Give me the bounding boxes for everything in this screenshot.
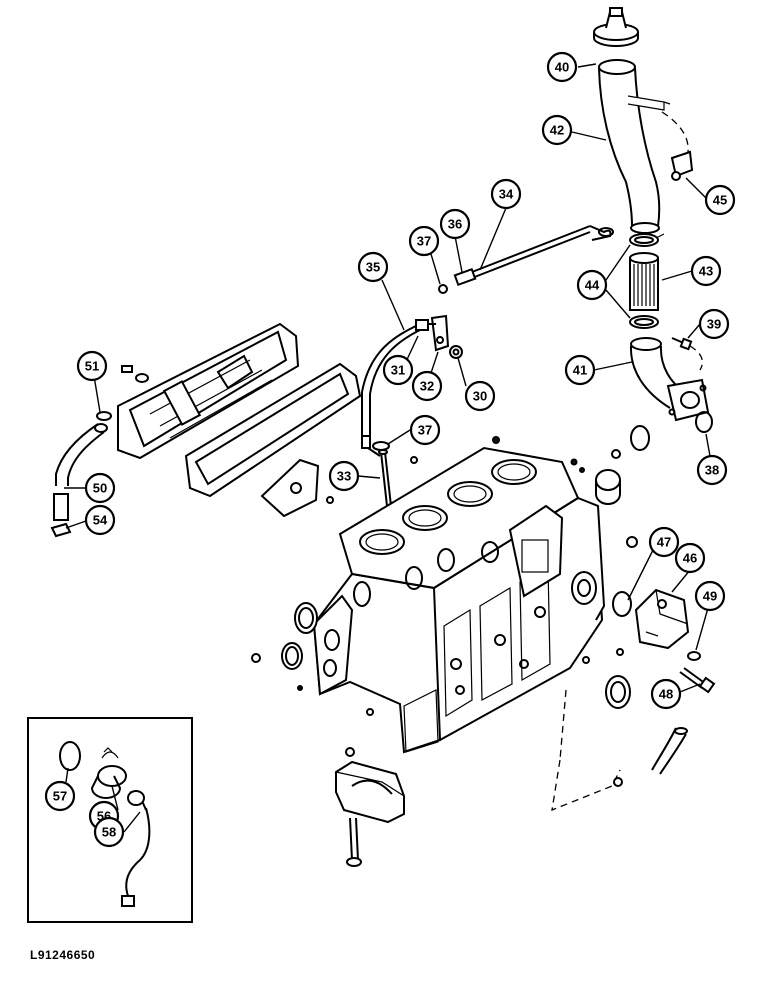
capscrew-31 xyxy=(415,319,436,331)
bracket-32 xyxy=(430,314,450,352)
callout-31: 31 xyxy=(382,354,414,386)
svg-text:43: 43 xyxy=(699,264,713,279)
callout-54: 54 xyxy=(84,504,116,536)
svg-text:54: 54 xyxy=(93,513,108,528)
regulator-cover-46 xyxy=(634,588,690,650)
svg-text:57: 57 xyxy=(53,789,67,804)
callout-42: 42 xyxy=(541,114,573,146)
callout-39: 39 xyxy=(698,308,730,340)
cover-plate xyxy=(260,458,320,518)
svg-text:48: 48 xyxy=(659,687,673,702)
bearing-cap-bolt xyxy=(346,817,362,867)
svg-text:49: 49 xyxy=(703,589,717,604)
svg-text:40: 40 xyxy=(555,60,569,75)
tappet-cover xyxy=(117,322,300,460)
adapter-36 xyxy=(453,267,477,287)
inset-frame xyxy=(27,717,193,923)
oil-filler-tube xyxy=(598,59,671,234)
svg-text:36: 36 xyxy=(448,217,462,232)
centerline-block xyxy=(551,759,621,812)
svg-text:33: 33 xyxy=(337,469,351,484)
tappet-gasket xyxy=(184,362,362,498)
svg-text:37: 37 xyxy=(417,234,431,249)
washer-49 xyxy=(687,651,701,661)
callout-33: 33 xyxy=(328,460,360,492)
capscrew-39 xyxy=(671,337,704,371)
callout-51: 51 xyxy=(76,350,108,382)
svg-text:31: 31 xyxy=(391,363,405,378)
o-ring-57 xyxy=(59,741,81,771)
centerline-vertical xyxy=(559,689,567,761)
svg-text:42: 42 xyxy=(550,123,564,138)
svg-text:38: 38 xyxy=(705,463,719,478)
callout-40: 40 xyxy=(546,51,578,83)
svg-text:30: 30 xyxy=(473,389,487,404)
svg-text:46: 46 xyxy=(683,551,697,566)
figure-reference-number: L91246650 xyxy=(30,948,96,962)
clip-37-lower xyxy=(372,441,390,451)
clamp-54 xyxy=(50,522,72,538)
callout-48: 48 xyxy=(650,678,682,710)
callout-38: 38 xyxy=(696,454,728,486)
nut-30 xyxy=(449,345,463,359)
callout-50: 50 xyxy=(84,472,116,504)
block-heater-56 xyxy=(90,747,127,799)
svg-text:51: 51 xyxy=(85,359,99,374)
hose-43 xyxy=(629,252,659,311)
svg-text:39: 39 xyxy=(707,317,721,332)
oil-tube xyxy=(651,727,688,775)
callout-37-lower: 37 xyxy=(409,414,441,446)
svg-text:34: 34 xyxy=(499,187,514,202)
hose-clamp-upper xyxy=(629,233,665,247)
clip-37-upper xyxy=(438,284,448,294)
elbow-41 xyxy=(629,337,710,422)
clamp-51 xyxy=(96,411,112,421)
svg-text:37: 37 xyxy=(418,423,432,438)
stud-33 xyxy=(378,449,392,507)
svg-text:35: 35 xyxy=(366,260,380,275)
callout-34: 34 xyxy=(490,178,522,210)
callout-43: 43 xyxy=(690,255,722,287)
callout-35: 35 xyxy=(357,251,389,283)
dipstick-tube-35 xyxy=(361,323,421,457)
o-ring-38 xyxy=(695,411,713,433)
svg-text:32: 32 xyxy=(420,379,434,394)
heater-cord-58 xyxy=(121,790,151,907)
svg-text:58: 58 xyxy=(102,825,116,840)
svg-text:44: 44 xyxy=(585,278,600,293)
o-ring-47 xyxy=(612,591,632,617)
cylinder-block xyxy=(312,446,606,754)
breather-hose-50 xyxy=(53,423,108,521)
callout-49: 49 xyxy=(694,580,726,612)
callout-45: 45 xyxy=(704,184,736,216)
callout-37-upper: 37 xyxy=(408,225,440,257)
small-plugs xyxy=(251,436,638,757)
callout-36: 36 xyxy=(439,208,471,240)
callout-58: 58 xyxy=(93,816,125,848)
filler-tube-bracket xyxy=(661,111,694,181)
svg-text:50: 50 xyxy=(93,481,107,496)
callout-32: 32 xyxy=(411,370,443,402)
hose-clamp-lower xyxy=(629,315,659,329)
callout-46: 46 xyxy=(674,542,706,574)
oil-filler-cap xyxy=(593,7,639,47)
dipstick-34 xyxy=(471,225,614,279)
callout-30: 30 xyxy=(464,380,496,412)
svg-text:41: 41 xyxy=(573,363,587,378)
callout-41: 41 xyxy=(564,354,596,386)
expansion-plugs xyxy=(281,425,650,709)
callout-47: 47 xyxy=(648,526,680,558)
svg-text:47: 47 xyxy=(657,535,671,550)
bolt-near-cover xyxy=(121,365,149,383)
svg-text:45: 45 xyxy=(713,193,727,208)
main-bearing-cap xyxy=(335,760,405,824)
callout-44: 44 xyxy=(576,269,608,301)
leader-lines xyxy=(64,63,711,833)
bolt-48 xyxy=(679,667,716,694)
callout-57: 57 xyxy=(44,780,76,812)
